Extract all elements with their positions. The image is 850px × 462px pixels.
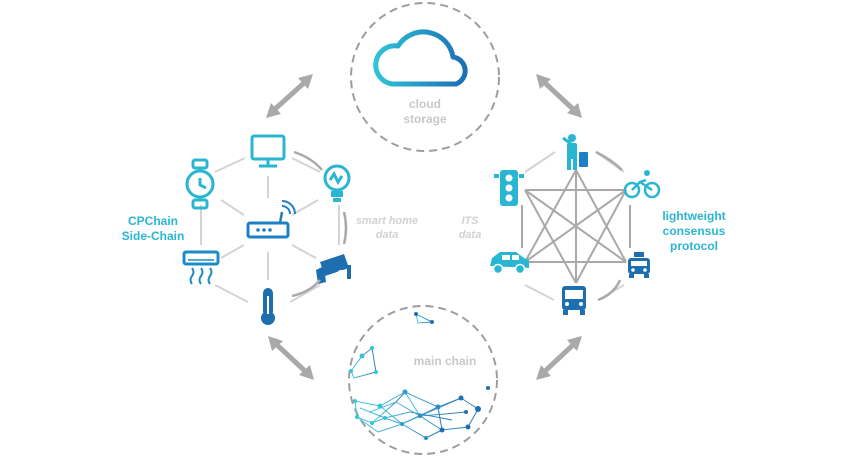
cloud-storage-label: cloud storage bbox=[385, 97, 465, 127]
cloud-label-line1: cloud bbox=[409, 97, 441, 111]
car-icon bbox=[490, 252, 529, 275]
consensus-line3: protocol bbox=[670, 239, 718, 253]
its-line2: data bbox=[458, 228, 482, 241]
smart-home-line1: smart home bbox=[355, 215, 419, 227]
cloud-circle bbox=[350, 2, 500, 152]
thermometer-icon bbox=[261, 288, 275, 325]
monitor-icon bbox=[250, 134, 286, 168]
router-icon bbox=[246, 200, 296, 239]
bicycle-icon bbox=[623, 170, 661, 199]
smart-home-data-label: smart home data bbox=[345, 215, 429, 243]
its-connections bbox=[521, 169, 631, 284]
arrow-main-its bbox=[536, 336, 582, 380]
taxi-icon bbox=[628, 252, 650, 278]
consensus-line2: consensus bbox=[662, 224, 726, 238]
big-arrows bbox=[266, 74, 582, 380]
side-chain-label: CPChain Side-Chain bbox=[110, 214, 196, 244]
arrow-home-cloud bbox=[266, 74, 313, 118]
traffic-light-icon bbox=[494, 170, 524, 206]
security-camera-icon bbox=[316, 254, 351, 284]
main-chain-nodes bbox=[349, 312, 490, 440]
bus-icon bbox=[562, 286, 586, 315]
arrow-home-main bbox=[268, 336, 314, 380]
its-side-arrows bbox=[595, 150, 623, 302]
smartwatch-icon bbox=[185, 158, 215, 210]
home-side-arrows bbox=[291, 150, 348, 298]
consensus-protocol-label: lightweight consensus protocol bbox=[652, 209, 736, 254]
side-chain-line1: CPChain bbox=[127, 214, 178, 228]
lightbulb-icon bbox=[323, 164, 351, 202]
air-conditioner-icon bbox=[182, 250, 220, 285]
main-chain-network bbox=[350, 313, 479, 439]
hitchhiker-icon bbox=[562, 134, 588, 170]
home-connections bbox=[200, 157, 340, 303]
arrow-cloud-its bbox=[536, 74, 582, 118]
main-chain-circle bbox=[348, 305, 498, 455]
its-data-label: ITS data bbox=[450, 215, 490, 243]
main-chain-label: main chain bbox=[413, 354, 477, 368]
consensus-line1: lightweight bbox=[662, 209, 726, 223]
smart-home-line2: data bbox=[375, 228, 399, 241]
cloud-label-line2: storage bbox=[403, 112, 447, 126]
its-line1: ITS bbox=[461, 215, 479, 227]
cloud-icon bbox=[373, 29, 468, 87]
side-chain-line2: Side-Chain bbox=[121, 229, 185, 243]
